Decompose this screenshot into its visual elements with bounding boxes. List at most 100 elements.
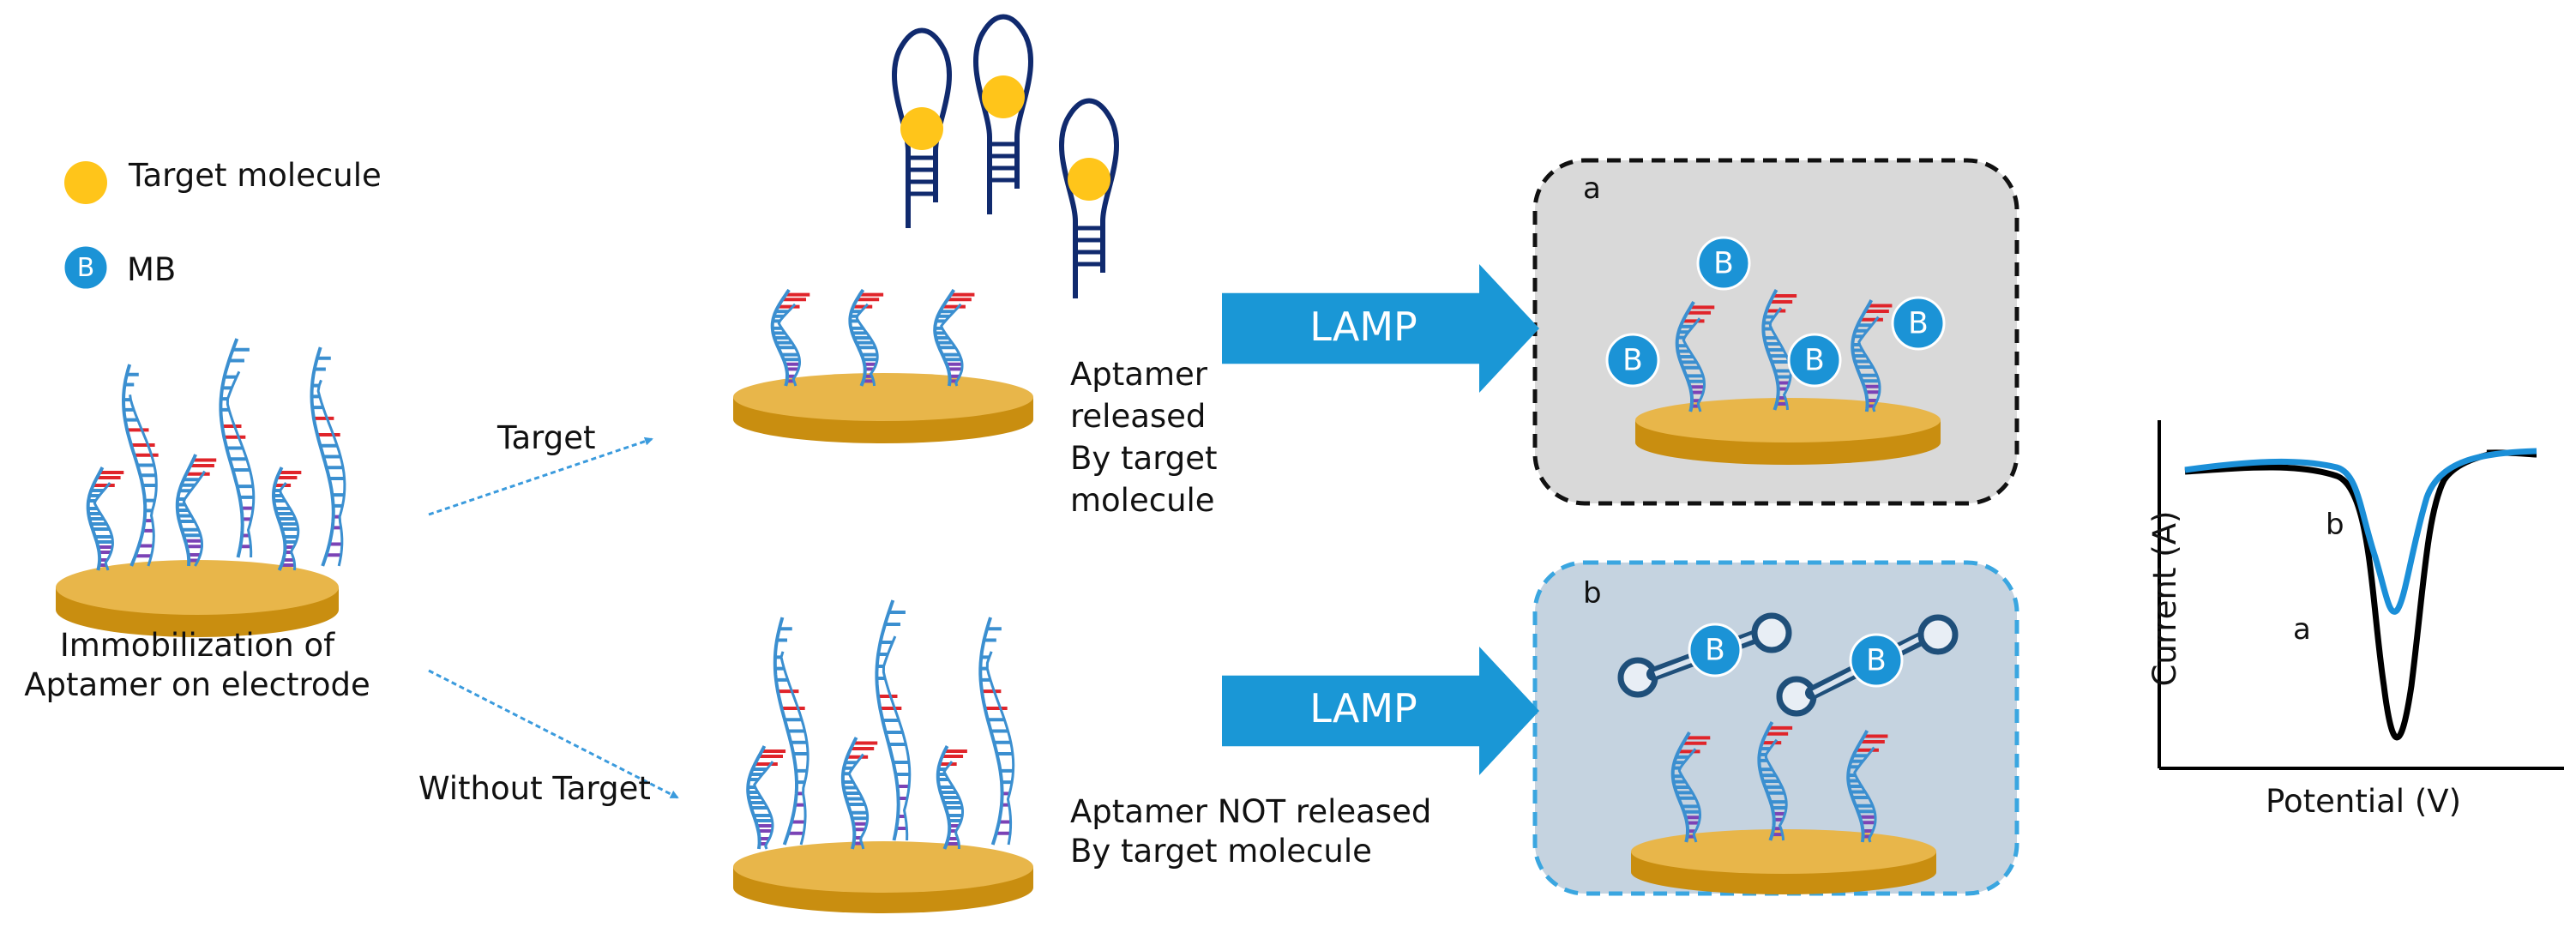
panel-a-strand-2-backbone-left bbox=[1761, 289, 1780, 411]
panel-b-free-aptamer-1-ring-right bbox=[1751, 612, 1792, 653]
nr-strand-1 bbox=[773, 617, 810, 846]
nr-strand-5-backbone-left bbox=[840, 737, 858, 850]
panel-b-strand-3-backbone-left bbox=[1846, 730, 1869, 843]
released-electrode bbox=[733, 373, 1033, 443]
initial-electrode-top bbox=[56, 560, 339, 615]
nr-strand-4 bbox=[746, 745, 786, 850]
initial-electrode bbox=[56, 560, 339, 637]
graph-curve-a-label: a bbox=[2293, 612, 2311, 647]
nr-strand-1-backbone-left bbox=[773, 617, 798, 846]
released-caption: Aptamer released By target molecule bbox=[1070, 356, 1218, 519]
target-path-arrow bbox=[428, 436, 653, 516]
legend-mb-icon-letter: B bbox=[77, 253, 95, 283]
panel-a-mb-3: B bbox=[1787, 333, 1842, 388]
panel-a-electrode-top bbox=[1635, 398, 1941, 442]
released-strand-1 bbox=[770, 288, 810, 387]
graph-xlabel: Potential (V) bbox=[2266, 783, 2462, 820]
graph-ylabel: Current (A) bbox=[2146, 510, 2183, 687]
target-on-hairpin-2 bbox=[982, 75, 1025, 118]
lamp-label-top: LAMP bbox=[1309, 304, 1417, 350]
nr-strand-5 bbox=[840, 737, 878, 850]
released-strand-2 bbox=[848, 288, 884, 387]
target-on-hairpin-1 bbox=[900, 107, 943, 150]
legend-target-label: Target molecule bbox=[129, 157, 382, 194]
lamp-arrow-bottom bbox=[1222, 647, 1539, 775]
not-released-electrode bbox=[733, 841, 1033, 913]
initial-strand-2 bbox=[219, 338, 256, 558]
initial-strand-2-backbone-left bbox=[219, 338, 244, 558]
panel-a-mb-4: B bbox=[1891, 296, 1946, 351]
panel-b-free-aptamer-2-ring-right bbox=[1917, 614, 1959, 655]
panel-b-strand-2-backbone-left bbox=[1757, 721, 1776, 841]
initial-strand-3 bbox=[310, 346, 346, 567]
released-strand-1-backbone-right bbox=[777, 303, 802, 387]
panel-a-mb-1-letter: B bbox=[1713, 246, 1734, 280]
lamp-label-bottom: LAMP bbox=[1309, 685, 1417, 731]
initial-strand-4-backbone-right bbox=[93, 482, 114, 571]
released-electrode-top bbox=[733, 373, 1033, 421]
panel-a-strand-3-backbone-left bbox=[1851, 299, 1874, 412]
target-on-hairpin-3 bbox=[1068, 158, 1110, 201]
lamp-arrow-top bbox=[1222, 264, 1539, 393]
target-path-label: Target bbox=[497, 419, 596, 456]
panel-a-mb-4-circle bbox=[1891, 296, 1946, 351]
panel-b-mb-2-circle bbox=[1849, 633, 1904, 688]
legend-target-icon bbox=[64, 161, 107, 204]
released-strand-2-backbone-left bbox=[848, 288, 867, 387]
panel-b-letter: b bbox=[1583, 576, 1602, 611]
hairpin-1 bbox=[891, 27, 953, 228]
panel-a-mb-3-letter: B bbox=[1804, 343, 1825, 377]
initial-strand-3-backbone-left bbox=[310, 346, 335, 567]
graph-ylabel-wrap: Current (A) bbox=[2146, 511, 2185, 687]
panel-b-mb-1-letter: B bbox=[1705, 633, 1725, 667]
released-strand-3-backbone-right bbox=[940, 303, 964, 387]
released-strand-3-backbone-left bbox=[933, 288, 955, 387]
panel-a-mb-2-circle bbox=[1605, 333, 1660, 388]
without-target-path-arrow bbox=[428, 669, 679, 799]
not-released-electrode-top bbox=[733, 841, 1033, 893]
initial-strand-1-backbone-right bbox=[129, 394, 158, 567]
graph-curve-b-label: b bbox=[2326, 508, 2344, 542]
panel-a-mb-4-letter: B bbox=[1908, 306, 1929, 340]
initial-caption-line2: Aptamer on electrode bbox=[24, 666, 370, 703]
lamp-arrow-bottom-shape bbox=[1222, 647, 1539, 775]
panel-a-mb-1-circle bbox=[1696, 236, 1751, 291]
panel-b-strand-3-backbone-right bbox=[1853, 746, 1877, 843]
nr-strand-4-backbone-right bbox=[753, 761, 774, 850]
legend-mb-icon: B bbox=[62, 244, 110, 292]
released-strand-2-backbone-right bbox=[855, 303, 879, 387]
released-strand-1-backbone-left bbox=[770, 288, 791, 387]
lamp-arrow-top-shape bbox=[1222, 264, 1539, 393]
released-strand-3 bbox=[933, 288, 975, 387]
panel-b-electrode bbox=[1631, 829, 1936, 894]
initial-strand-3-backbone-right bbox=[316, 379, 346, 567]
panel-b-mb-2-letter: B bbox=[1866, 643, 1887, 677]
initial-caption-line1: Immobilization of bbox=[59, 627, 335, 664]
panel-a-mb-2: B bbox=[1605, 333, 1660, 388]
panel-b-strand-1 bbox=[1670, 731, 1711, 843]
initial-strand-4-backbone-left bbox=[86, 467, 105, 571]
initial-strand-4 bbox=[86, 467, 124, 571]
hairpin-1-loop bbox=[891, 27, 953, 152]
panel-b-strand-2-backbone-right bbox=[1764, 738, 1788, 841]
initial-strand-1 bbox=[121, 364, 159, 567]
panel-b-mb-1: B bbox=[1688, 623, 1742, 677]
panel-b-electrode-top bbox=[1631, 829, 1936, 874]
nr-strand-6-backbone-left bbox=[936, 745, 952, 850]
not-released-line1: Aptamer NOT released bbox=[1070, 793, 1432, 830]
panel-a-mb-2-letter: B bbox=[1622, 343, 1643, 377]
legend-mb-icon-circle bbox=[62, 244, 110, 292]
panel-b-strand-3 bbox=[1846, 730, 1888, 843]
initial-strand-5-backbone-left bbox=[175, 454, 197, 567]
without-target-path-label: Without Target bbox=[418, 770, 651, 807]
hairpin-3-loop bbox=[1058, 98, 1120, 222]
initial-strand-6 bbox=[271, 467, 302, 571]
nr-strand-6-backbone-right bbox=[942, 761, 964, 849]
panel-b-mb-2: B bbox=[1849, 633, 1904, 688]
nr-strand-3-backbone-right bbox=[985, 651, 1015, 846]
initial-strand-6-backbone-right bbox=[279, 482, 300, 571]
legend-mb-label: MB bbox=[127, 251, 177, 288]
panel-b-mb-1-circle bbox=[1688, 623, 1742, 677]
panel-a-electrode bbox=[1635, 398, 1941, 465]
panel-a-mb-3-circle bbox=[1787, 333, 1842, 388]
